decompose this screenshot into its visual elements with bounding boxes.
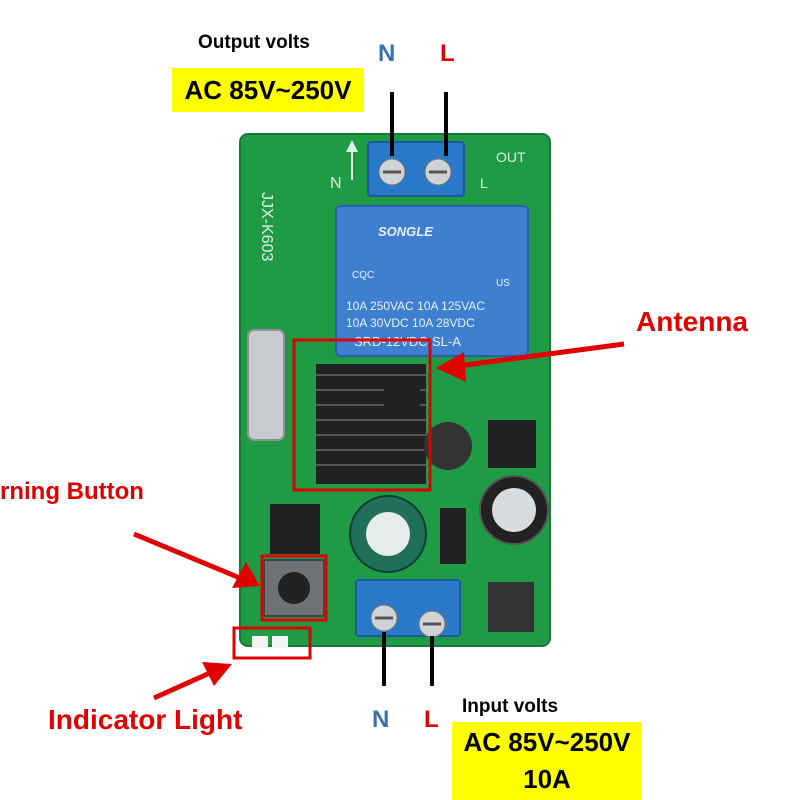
- silk-l-label: L: [480, 175, 488, 191]
- input-voltage-box: AC 85V~250V 10A: [452, 722, 642, 800]
- relay-rating-line2: 10A 30VDC 10A 28VDC: [346, 316, 475, 330]
- silk-n-label: N: [330, 175, 342, 192]
- indicator-led: [252, 636, 288, 648]
- bridge-rectifier: [384, 382, 420, 406]
- input-volts-title: Input volts: [462, 696, 559, 717]
- input-terminal-block: [355, 579, 461, 638]
- relay-rating-line1: 10A 250VAC 10A 125VAC: [346, 299, 485, 313]
- antenna-arrow: [457, 341, 625, 369]
- led-arrow: [152, 669, 214, 701]
- regulator-chip: [488, 582, 534, 632]
- crystal-component: [247, 329, 285, 441]
- output-voltage-label: AC 85V~250V: [172, 68, 364, 112]
- button-arrow: [133, 531, 241, 581]
- led-highlight-box: [232, 626, 312, 660]
- input-current-label: 10A: [523, 764, 571, 794]
- output-volts-title: Output volts: [198, 32, 310, 53]
- diode-component: [440, 508, 466, 564]
- indicator-light-callout: Indicator Light: [48, 704, 243, 735]
- input-n-label: N: [372, 706, 390, 733]
- input-voltage-label: AC 85V~250V: [463, 727, 631, 757]
- ic-chip-left: [270, 504, 320, 554]
- relay-cert-cqc: CQC: [352, 270, 374, 281]
- antenna-highlight-box: [292, 338, 432, 492]
- output-n-label: N: [378, 40, 396, 67]
- relay-brand: SONGLE: [378, 224, 433, 239]
- output-l-label: L: [440, 40, 455, 67]
- relay: SONGLE CQC US 10A 250VAC 10A 125VAC 10A …: [335, 205, 529, 357]
- ic-chip-right: [488, 420, 536, 468]
- learning-button: [263, 559, 325, 617]
- relay-cert-us: US: [496, 278, 510, 289]
- silk-model-label: JJX-K603: [258, 192, 275, 261]
- inductor: [424, 422, 472, 470]
- input-l-label: L: [424, 706, 439, 733]
- silk-out-label: OUT: [496, 149, 526, 165]
- antenna-callout: Antenna: [636, 306, 748, 337]
- learning-button-callout: rning Button: [0, 478, 144, 505]
- output-terminal-block: [367, 141, 465, 197]
- button-highlight-box: [260, 554, 328, 622]
